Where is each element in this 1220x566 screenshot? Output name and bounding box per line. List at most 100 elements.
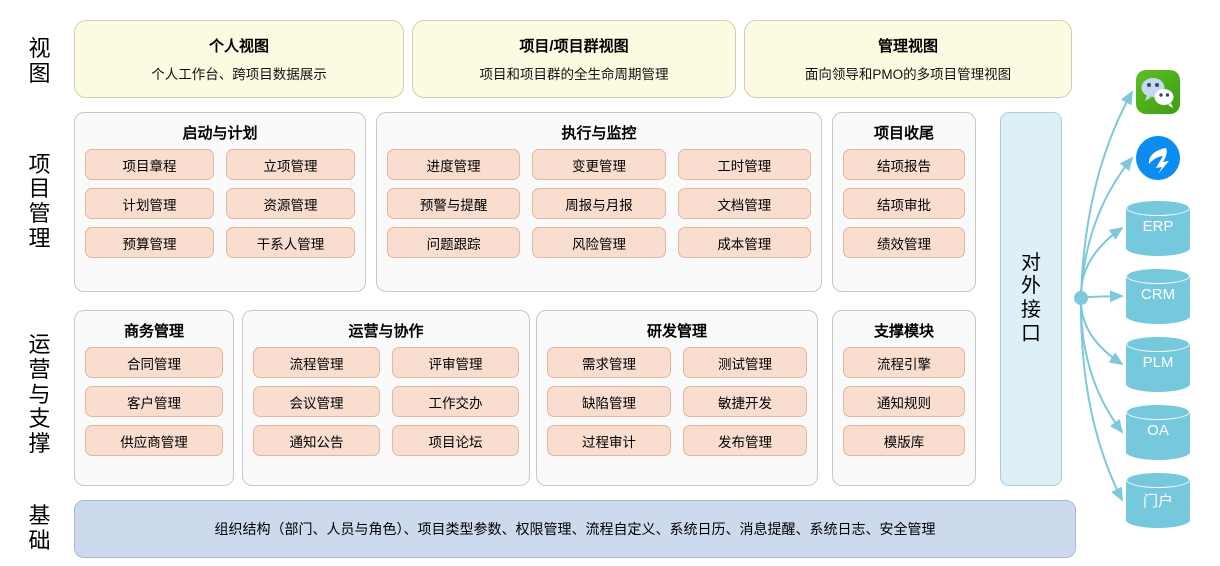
view-card-management[interactable]: 管理视图 面向领导和PMO的多项目管理视图 [744, 20, 1072, 98]
group-title: 运营与协作 [348, 323, 424, 340]
row-label-foundation: 基础 [14, 498, 66, 560]
row-label-project: 项目管理 [14, 112, 66, 292]
module-pill[interactable]: 需求管理 [547, 347, 671, 378]
module-pill[interactable]: 项目论坛 [392, 425, 519, 456]
row-label-project-text: 项目管理 [28, 151, 52, 251]
module-pill[interactable]: 结项报告 [843, 149, 965, 180]
group-support-modules: 支撑模块 流程引擎通知规则模版库 [832, 310, 976, 486]
connector-arrow [1080, 156, 1134, 299]
connector-arrow [1079, 226, 1124, 299]
external-system-label: 门户 [1142, 493, 1173, 510]
connector-arrow [1079, 297, 1124, 366]
module-pill[interactable]: 工时管理 [677, 149, 811, 180]
module-pill[interactable]: 文档管理 [677, 188, 811, 219]
external-system-dingtalk[interactable] [1136, 136, 1180, 180]
external-interface-label: 对外接口 [1021, 251, 1041, 345]
database-icon: CRM [1126, 268, 1190, 324]
view-card-subtitle: 个人工作台、跨项目数据展示 [151, 67, 327, 82]
module-pill[interactable]: 周报与月报 [532, 188, 666, 219]
connector-arrow [1079, 297, 1124, 434]
module-pill[interactable]: 发布管理 [683, 425, 807, 456]
external-system-label: CRM [1140, 286, 1176, 303]
group-title: 研发管理 [646, 323, 707, 340]
module-pill[interactable]: 立项管理 [226, 149, 355, 180]
module-pill[interactable]: 风险管理 [532, 227, 666, 258]
group-operations-collaboration: 运营与协作 流程管理评审管理会议管理工作交办通知公告项目论坛 [242, 310, 530, 486]
view-card-subtitle: 项目和项目群的全生命周期管理 [479, 67, 669, 82]
group-title: 商务管理 [123, 323, 184, 340]
module-pill[interactable]: 模版库 [843, 425, 965, 456]
external-system-oa[interactable]: OA [1126, 404, 1190, 460]
foundation-text: 组织结构（部门、人员与角色）、项目类型参数、权限管理、流程自定义、系统日历、消息… [214, 521, 936, 537]
external-interface-panel[interactable]: 对外接口 [1000, 112, 1062, 486]
module-pill[interactable]: 流程引擎 [843, 347, 965, 378]
view-card-project[interactable]: 项目/项目群视图 项目和项目群的全生命周期管理 [412, 20, 736, 98]
external-system-label: ERP [1142, 218, 1174, 235]
external-system-label: PLM [1142, 354, 1174, 371]
module-pill[interactable]: 项目章程 [85, 149, 214, 180]
module-pill[interactable]: 计划管理 [85, 188, 214, 219]
external-system-portal[interactable]: 门户 [1126, 472, 1190, 528]
view-card-subtitle: 面向领导和PMO的多项目管理视图 [804, 67, 1012, 82]
view-card-title: 管理视图 [877, 38, 938, 55]
module-pill[interactable]: 流程管理 [253, 347, 380, 378]
module-pill[interactable]: 过程审计 [547, 425, 671, 456]
module-pill[interactable]: 问题跟踪 [387, 227, 521, 258]
module-pill[interactable]: 通知规则 [843, 386, 965, 417]
view-card-title: 个人视图 [208, 38, 269, 55]
wechat-icon [1136, 70, 1180, 114]
dingtalk-icon [1136, 136, 1180, 180]
external-system-label: OA [1147, 422, 1169, 439]
external-system-erp[interactable]: ERP [1126, 200, 1190, 256]
module-pill[interactable]: 预警与提醒 [387, 188, 521, 219]
module-pill[interactable]: 客户管理 [85, 386, 223, 417]
group-title: 启动与计划 [182, 125, 258, 142]
module-pill[interactable]: 会议管理 [253, 386, 380, 417]
pill-grid: 流程管理评审管理会议管理工作交办通知公告项目论坛 [253, 347, 519, 476]
module-pill[interactable]: 干系人管理 [226, 227, 355, 258]
row-label-operations-text: 运营与支撑 [28, 332, 52, 456]
external-system-crm[interactable]: CRM [1126, 268, 1190, 324]
module-pill[interactable]: 合同管理 [85, 347, 223, 378]
module-pill[interactable]: 供应商管理 [85, 425, 223, 456]
group-rd-management: 研发管理 需求管理测试管理缺陷管理敏捷开发过程审计发布管理 [536, 310, 818, 486]
external-system-plm[interactable]: PLM [1126, 336, 1190, 392]
view-card-title: 项目/项目群视图 [519, 38, 629, 55]
module-pill[interactable]: 缺陷管理 [547, 386, 671, 417]
module-pill[interactable]: 通知公告 [253, 425, 380, 456]
pill-grid: 结项报告结项审批绩效管理 [843, 149, 965, 282]
connector-arrow [1079, 290, 1124, 303]
database-icon: OA [1126, 404, 1190, 460]
module-pill[interactable]: 评审管理 [392, 347, 519, 378]
row-label-view: 视图 [14, 22, 66, 102]
module-pill[interactable]: 敏捷开发 [683, 386, 807, 417]
pill-grid: 需求管理测试管理缺陷管理敏捷开发过程审计发布管理 [547, 347, 807, 476]
module-pill[interactable]: 工作交办 [392, 386, 519, 417]
group-initiation-planning: 启动与计划 项目章程立项管理计划管理资源管理预算管理干系人管理 [74, 112, 366, 292]
database-icon: PLM [1126, 336, 1190, 392]
external-system-wechat[interactable] [1136, 70, 1180, 114]
group-title: 支撑模块 [873, 323, 934, 340]
module-pill[interactable]: 测试管理 [683, 347, 807, 378]
database-icon: 门户 [1126, 472, 1190, 528]
group-title: 项目收尾 [873, 125, 934, 142]
group-execution-monitoring: 执行与监控 进度管理变更管理工时管理预警与提醒周报与月报文档管理问题跟踪风险管理… [376, 112, 822, 292]
module-pill[interactable]: 预算管理 [85, 227, 214, 258]
pill-grid: 流程引擎通知规则模版库 [843, 347, 965, 476]
module-pill[interactable]: 变更管理 [532, 149, 666, 180]
module-pill[interactable]: 进度管理 [387, 149, 521, 180]
database-icon: ERP [1126, 200, 1190, 256]
connector-arrow [1079, 297, 1123, 502]
module-pill[interactable]: 绩效管理 [843, 227, 965, 258]
row-label-operations: 运营与支撑 [14, 305, 66, 485]
module-pill[interactable]: 结项审批 [843, 188, 965, 219]
module-pill[interactable]: 成本管理 [677, 227, 811, 258]
group-project-closure: 项目收尾 结项报告结项审批绩效管理 [832, 112, 976, 292]
row-label-view-text: 视图 [28, 36, 52, 86]
module-pill[interactable]: 资源管理 [226, 188, 355, 219]
pill-grid: 进度管理变更管理工时管理预警与提醒周报与月报文档管理问题跟踪风险管理成本管理 [387, 149, 811, 282]
pill-grid: 项目章程立项管理计划管理资源管理预算管理干系人管理 [85, 149, 355, 282]
view-card-personal[interactable]: 个人视图 个人工作台、跨项目数据展示 [74, 20, 404, 98]
group-title: 执行与监控 [561, 125, 637, 142]
